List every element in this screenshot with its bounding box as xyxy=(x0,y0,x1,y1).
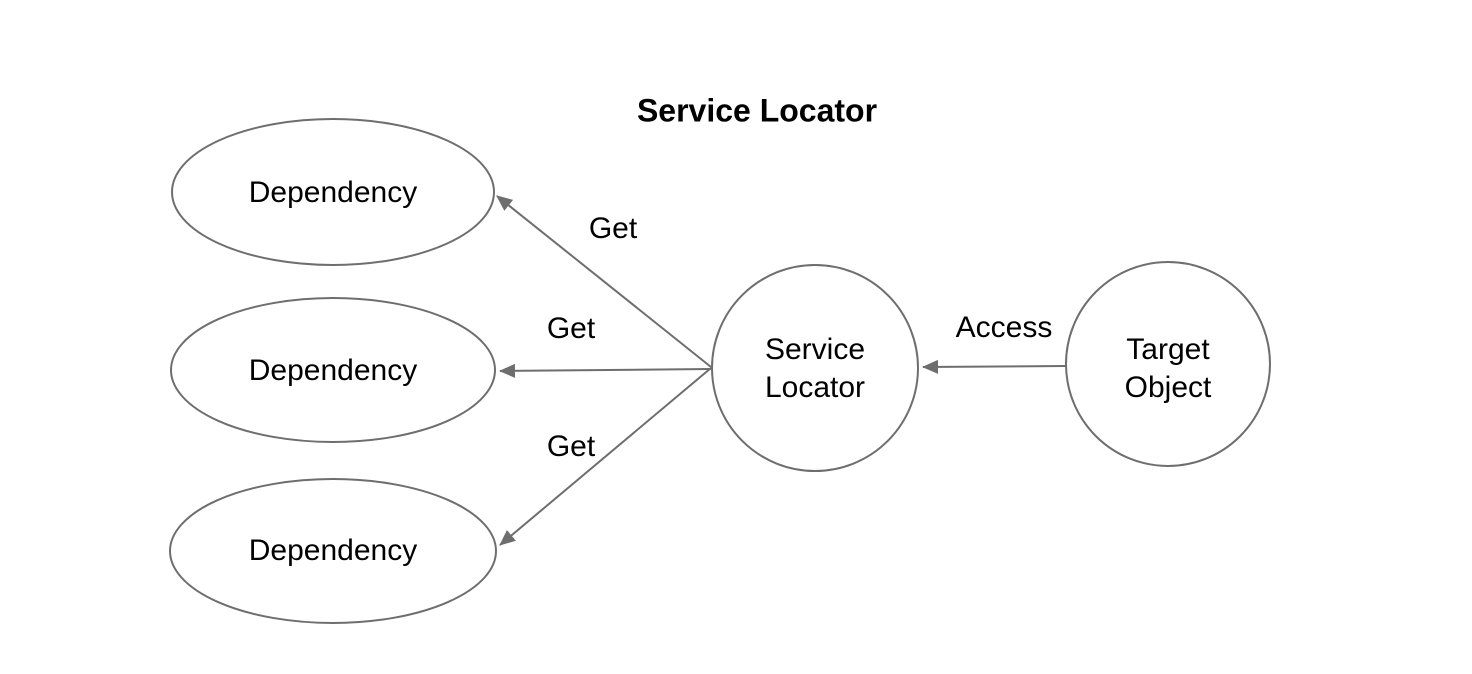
target-object-circle xyxy=(1065,261,1271,467)
dependency-1-ellipse xyxy=(171,118,495,266)
service-locator-circle xyxy=(711,264,919,472)
access-label: Access xyxy=(955,311,1053,344)
dependency-3-label: Dependency xyxy=(248,534,418,567)
get-arrow-2 xyxy=(499,363,712,378)
service-locator-label: Service Locator xyxy=(764,333,866,404)
get-label-1: Get xyxy=(588,212,638,245)
dependency-2-label: Dependency xyxy=(248,354,418,387)
get-arrow-3 xyxy=(499,367,712,546)
get-label-2: Get xyxy=(546,312,596,345)
get-label-3: Get xyxy=(546,430,596,463)
diagram-title: Service Locator xyxy=(636,92,878,129)
target-object-label: Target Object xyxy=(1124,333,1212,404)
dependency-2-ellipse xyxy=(170,297,496,443)
get-arrow-1 xyxy=(496,195,712,368)
access-arrow xyxy=(922,359,1067,374)
dependency-1-label: Dependency xyxy=(248,176,418,209)
dependency-3-ellipse xyxy=(169,478,497,624)
